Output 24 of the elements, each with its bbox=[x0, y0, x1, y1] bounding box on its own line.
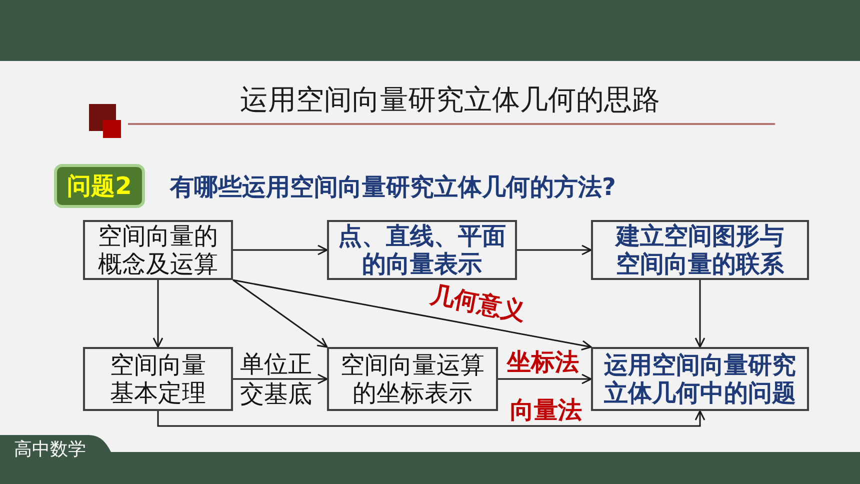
edge-label: 坐标法 bbox=[507, 349, 579, 375]
process-box: 点、直线、平面的向量表示 bbox=[327, 220, 517, 280]
process-box: 空间向量基本定理 bbox=[83, 347, 233, 411]
process-box: 建立空间图形与空间向量的联系 bbox=[591, 220, 809, 280]
arrow bbox=[233, 244, 328, 256]
arrow bbox=[232, 279, 328, 348]
process-box: 运用空间向量研究立体几何中的问题 bbox=[591, 347, 809, 411]
arrow bbox=[232, 279, 592, 351]
question-badge: 问题2 bbox=[54, 164, 145, 208]
arrow bbox=[152, 280, 164, 348]
edge-label: 向量法 bbox=[510, 397, 582, 423]
process-box: 空间向量运算的坐标表示 bbox=[327, 347, 498, 411]
arrow bbox=[694, 280, 706, 348]
question-text: 有哪些运用空间向量研究立体几何的方法? bbox=[170, 172, 616, 203]
subject-label: 高中数学 bbox=[14, 439, 86, 461]
footer-band bbox=[0, 435, 860, 484]
slide-title: 运用空间向量研究立体几何的思路 bbox=[239, 82, 661, 118]
edge-label: 几何意义 bbox=[428, 281, 528, 325]
arrow bbox=[233, 374, 328, 384]
edge-label: 单位正交基底 bbox=[239, 349, 313, 409]
process-box: 空间向量的概念及运算 bbox=[83, 220, 233, 280]
arrow bbox=[157, 410, 706, 427]
arrow bbox=[498, 374, 592, 384]
arrow bbox=[517, 244, 592, 256]
